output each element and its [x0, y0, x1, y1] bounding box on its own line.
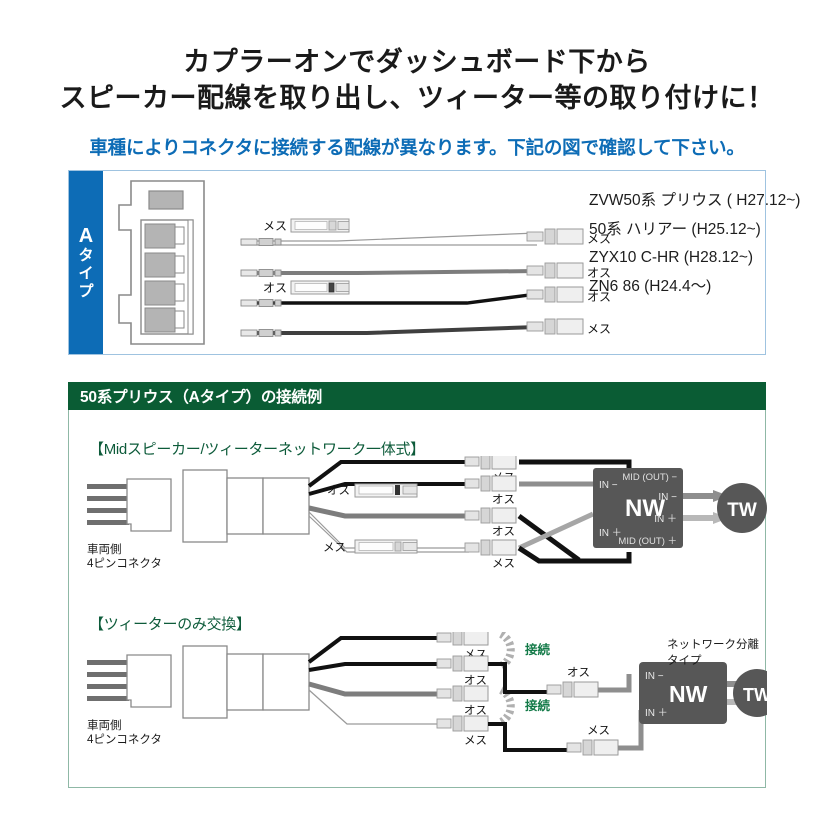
headline-line-1: カプラーオンでダッシュボード下から: [183, 47, 651, 77]
diagram-2-connect-label-1: 接続: [525, 698, 551, 713]
diagram-1-tw-label: TW: [727, 500, 757, 521]
atype-wire-label-mesu-left: メス: [263, 219, 287, 233]
vehicle-model-list: ZVW50系 プリウス ( H27.12~) 50系 ハリアー (H25.12~…: [589, 187, 834, 301]
diagram-1-connector-caption: 車両側 4ピンコネクタ: [87, 543, 162, 571]
atype-tab-letter: A: [78, 224, 94, 247]
connection-examples-panel: 【Midスピーカー/ツィーターネットワーク一体式】: [68, 410, 767, 788]
headline-line-2: スピーカー配線を取り出し、ツィーター等の取り付けに！: [59, 83, 775, 113]
atype-wire-diagram: メス オス: [240, 218, 611, 337]
diagram-2-wiring: メス オス オス メス 接続 接続: [87, 632, 767, 756]
diagram-1-terminal-label-1: オス: [492, 493, 515, 506]
diagram-2-terminal-1: [436, 655, 489, 672]
diagram-1-terminal-0: [464, 456, 517, 470]
atype-terminal-label-1: オス: [587, 266, 611, 280]
atype-tab-char-1: イ: [78, 264, 94, 282]
inline-terminal-mesu-1: [354, 539, 418, 554]
diagram-2-connect-label-0: 接続: [525, 642, 551, 657]
diagram-1-wiring: オス メス メス オス: [87, 456, 767, 570]
vehicle-connector-1: [87, 469, 310, 543]
diagram-1-title: 【Midスピーカー/ツィーターネットワーク一体式】: [89, 441, 425, 458]
diagram-2-tw-label: TW: [743, 685, 767, 705]
diagram-1-terminal-3: [464, 539, 517, 556]
diagram-2-connector-caption: 車両側 4ピンコネクタ: [87, 719, 162, 747]
diagram-2-caption-line-1: 車両側: [87, 720, 122, 732]
diagram-1-terminal-2: [464, 507, 517, 524]
vehicle-model-1: 50系 ハリアー (H25.12~): [589, 220, 761, 238]
diagram-1-tw-circle: [717, 483, 767, 533]
atype-tab-char-2: プ: [78, 282, 94, 300]
diagram-2-mid-label-mesu: メス: [587, 725, 610, 737]
diagram-1-caption-line-1: 車両側: [87, 544, 122, 556]
diagram-2-title: 【ツィーターのみ交換】: [89, 616, 251, 633]
diagram-2-mid-terminal-mesu: [566, 739, 619, 756]
diagram-1-terminal-label-3: メス: [492, 558, 515, 570]
diagram-2-terminal-0: [436, 632, 489, 646]
diagram-1-port-out-in-plus: IN ＋: [654, 514, 677, 525]
diagram-1-terminal-label-2: オス: [492, 525, 515, 538]
diagram-2-port-in-minus: IN −: [645, 671, 664, 682]
diagram-2-terminal-label-2: オス: [464, 704, 487, 717]
diagram-2-terminal-label-3: メス: [464, 735, 487, 747]
atype-wire-label-osu-left: オス: [263, 281, 287, 295]
diagram-1-port-in-plus: IN ＋: [599, 528, 622, 539]
section-header-connection-examples: 50系プリウス（Aタイプ）の接続例: [68, 382, 766, 410]
diagram-1-port-out-in-minus: IN −: [658, 492, 677, 503]
atype-terminal-label-0: メス: [587, 232, 611, 246]
diagram-1-inline-label-mesu: メス: [323, 542, 346, 554]
diagram-1-caption-line-2: 4ピンコネクタ: [87, 558, 162, 570]
atype-panel: A タ イ プ: [68, 170, 800, 355]
vehicle-model-2: ZYX10 C-HR (H28.12~): [589, 249, 754, 266]
diagram-2-port-in-plus: IN ＋: [645, 708, 668, 719]
subheadline: 車種によりコネクタに接続する配線が異なります。下記の図で確認して下さい。: [89, 137, 745, 158]
page-title: カプラーオンでダッシュボード下から スピーカー配線を取り出し、ツィーター等の取り…: [0, 44, 834, 116]
diagram-2-terminal-3: [436, 715, 489, 732]
inline-terminal-osu-1: [354, 483, 418, 498]
diagram-2-nw-type-caption: ネットワーク分離タイプ: [667, 639, 759, 667]
diagram-1-port-mid-out-minus: MID (OUT) −: [622, 472, 677, 483]
diagram-2-terminal-label-1: オス: [464, 674, 487, 687]
vehicle-model-0: ZVW50系 プリウス ( H27.12~): [589, 192, 801, 209]
connect-arc-icon-2: [498, 686, 515, 726]
atype-terminal-label-2: オス: [587, 290, 611, 304]
connect-arc-icon-1: [498, 632, 515, 670]
connector-illustration: [118, 180, 205, 345]
diagram-2-terminal-2: [436, 685, 489, 702]
atype-tab: A タ イ プ: [69, 171, 103, 354]
diagram-2-caption-line-2: 4ピンコネクタ: [87, 734, 162, 746]
diagram-1-nw-box: [593, 468, 683, 548]
diagram-1-port-in-minus: IN −: [599, 480, 618, 491]
diagram-1-nw-label: NW: [625, 495, 665, 522]
diagram-2-mid-label-osu: オス: [567, 666, 590, 679]
vehicle-connector-2: [87, 645, 310, 719]
diagram-1-port-mid-out-plus: MID (OUT) ＋: [618, 536, 677, 547]
atype-tab-char-0: タ: [78, 246, 94, 264]
diagram-1-inline-label-osu: オス: [327, 484, 350, 497]
diagram-2-tw-circle: [733, 669, 767, 717]
diagram-2-nw-box: [639, 662, 727, 724]
diagram-2-mid-terminal-osu: [546, 681, 599, 698]
diagram-1-terminal-1: [464, 475, 517, 492]
atype-terminal-label-3: メス: [587, 322, 611, 336]
vehicle-model-3: ZN6 86 (H24.4〜): [589, 277, 712, 295]
diagram-2-nw-label: NW: [669, 681, 708, 707]
